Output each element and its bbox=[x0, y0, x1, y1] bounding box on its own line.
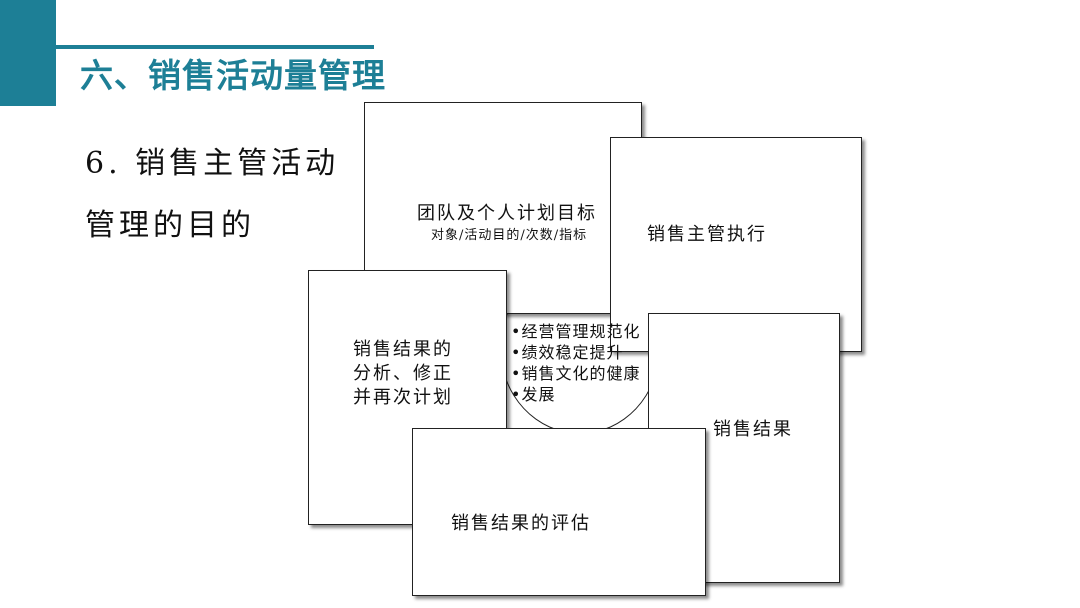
bullet-item: •销售文化的健康 bbox=[511, 364, 641, 383]
page-title: 六、销售活动量管理 bbox=[80, 56, 386, 95]
bullet-item: •经营管理规范化 bbox=[511, 322, 641, 341]
subtitle-line-1: 6. 销售主管活动 bbox=[85, 146, 340, 181]
bullet-item: •绩效稳定提升 bbox=[511, 343, 624, 362]
analysis-box-line-3: 并再次计划 bbox=[353, 387, 453, 408]
plan-box-detail: 对象/活动目的/次数/指标 bbox=[431, 228, 588, 243]
section-subtitle: 6. 销售主管活动 管理的目的 bbox=[85, 133, 339, 257]
bullet-item: •发展 bbox=[511, 385, 556, 404]
subtitle-line-2: 管理的目的 bbox=[85, 208, 255, 243]
header-accent-block bbox=[0, 0, 56, 106]
center-bullet-list: •经营管理规范化 •绩效稳定提升 •销售文化的健康 •发展 bbox=[511, 321, 640, 405]
execute-box-title: 销售主管执行 bbox=[647, 224, 767, 245]
header-underline bbox=[56, 45, 374, 49]
evaluate-box-title: 销售结果的评估 bbox=[451, 513, 591, 534]
plan-box-title: 团队及个人计划目标 bbox=[417, 203, 597, 224]
evaluate-box: 销售结果的评估 bbox=[412, 428, 706, 596]
result-box-title: 销售结果 bbox=[713, 419, 793, 440]
analysis-box-line-1: 销售结果的 bbox=[353, 339, 453, 360]
analysis-box-line-2: 分析、修正 bbox=[353, 363, 453, 384]
